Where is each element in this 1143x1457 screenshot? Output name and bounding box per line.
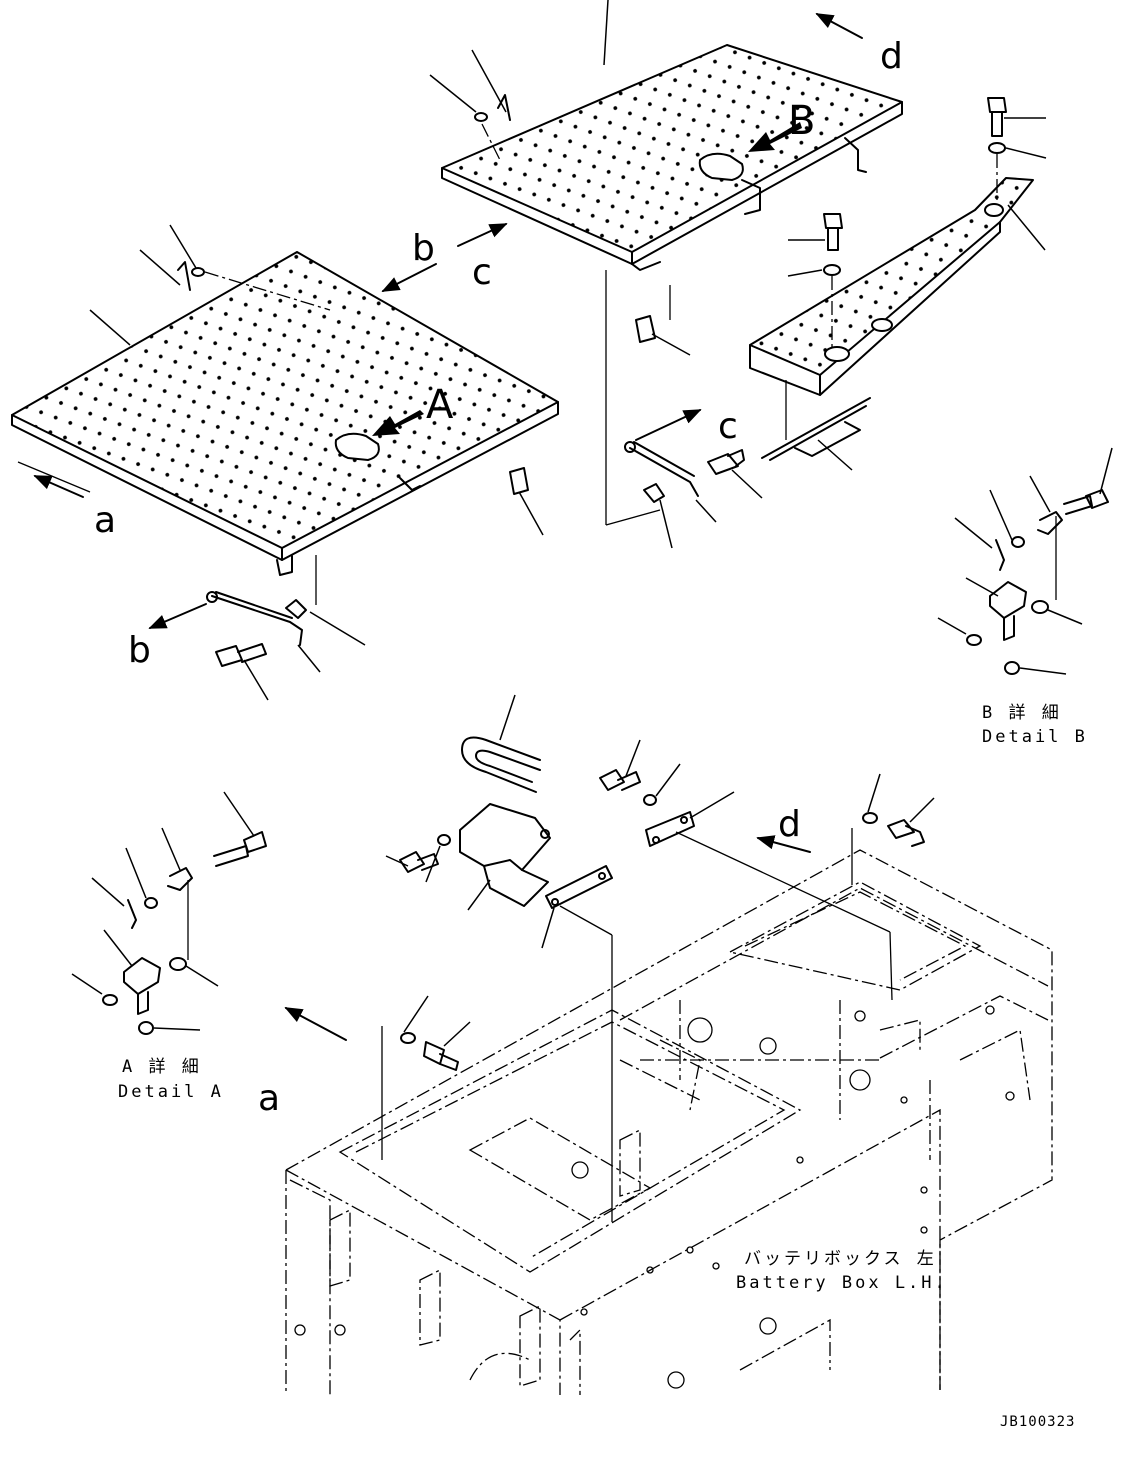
detail-b-title-jp: B 詳 細: [982, 703, 1062, 723]
frame-bolt-left: [400, 995, 471, 1071]
callout-b-top: b: [412, 228, 435, 269]
battery-box-label-jp: バッテリボックス 左: [744, 1249, 937, 1269]
arrow-d-top: [815, 13, 863, 39]
callout-d-bottom: d: [778, 804, 801, 845]
arrow-c-mid: [635, 409, 702, 441]
callout-b-bottom: b: [128, 630, 151, 671]
left-cover-leaders: [89, 224, 544, 536]
left-hinge-bolt: [215, 643, 269, 701]
small-plate-top: [645, 791, 735, 847]
callout-d-top: d: [880, 36, 903, 77]
arrow-b-top: [381, 263, 437, 292]
callout-c-top: c: [472, 252, 492, 293]
detail-a-title-en: Detail A: [118, 1082, 224, 1102]
top-cover-plate: [441, 44, 903, 271]
left-cover-handle: [334, 432, 380, 461]
bracket-bolt-left: [385, 834, 451, 883]
left-hinge-rod: [206, 555, 366, 673]
callout-B: B: [788, 98, 815, 144]
left-cover-plate: [11, 251, 559, 576]
drawing-number: JB100323: [1000, 1414, 1075, 1430]
arrow-A: [372, 410, 424, 436]
arrow-c-top: [457, 223, 508, 247]
right-cover-plate: [749, 177, 1046, 396]
bracket-bolt-top: [599, 739, 681, 806]
battery-hold-down-bracket: [459, 803, 551, 911]
callout-A: A: [426, 382, 454, 428]
arrow-B: [748, 122, 802, 152]
battery-box-frame: [285, 828, 1053, 1395]
callout-a-top: a: [94, 500, 116, 541]
arrow-a-bottom: [284, 1007, 347, 1041]
right-cover-bolts: [787, 97, 1047, 350]
center-hinge-rod: [605, 270, 717, 549]
bracket-plate-right: [541, 865, 613, 949]
frame-bolt-right: [862, 773, 935, 847]
detail-a-parts: [71, 791, 267, 1035]
callout-c-mid: c: [718, 406, 738, 447]
detail-a-title-jp: A 詳 細: [122, 1057, 202, 1077]
right-cover-seal: [761, 380, 871, 471]
top-cover-bolt-leaders: [429, 0, 609, 161]
arrow-d-bottom: [756, 835, 811, 853]
top-cover-handle: [698, 152, 744, 181]
arrow-a-top: [17, 461, 91, 498]
u-bolt-clamp: [461, 694, 541, 793]
detail-b-title-en: Detail B: [982, 727, 1088, 747]
arrow-b-bottom: [148, 603, 207, 629]
center-hinge-bolt: [707, 449, 763, 499]
detail-b-parts: [937, 447, 1113, 675]
battery-box-label-en: Battery Box L.H.: [736, 1273, 948, 1293]
top-cover-stopper: [635, 315, 691, 356]
callout-a-bottom: a: [258, 1078, 280, 1119]
